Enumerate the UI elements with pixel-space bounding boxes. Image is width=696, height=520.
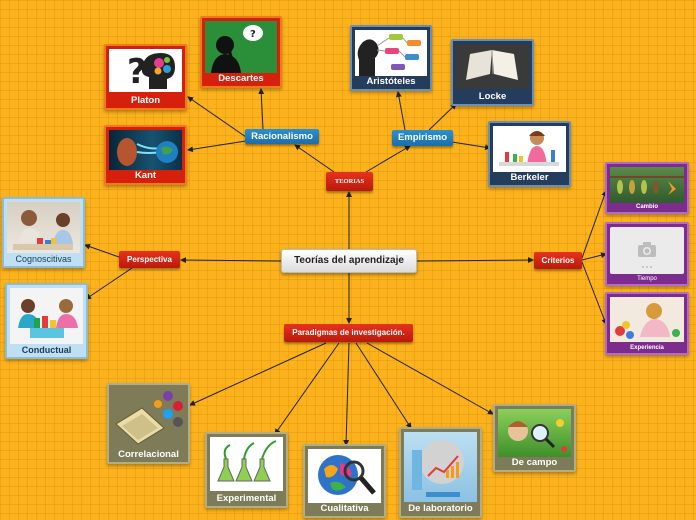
card-tiempo[interactable]: Tiempo: [605, 222, 689, 286]
card-label: De campo: [511, 457, 558, 468]
card-correlacional[interactable]: Correlacional: [107, 383, 190, 464]
card-experimental[interactable]: Experimental: [205, 432, 288, 508]
card-de-laboratorio[interactable]: De laboratorio: [399, 427, 482, 518]
camera-icon: [638, 242, 656, 268]
lab-chart-image: [404, 432, 477, 502]
card-de-campo[interactable]: De campo: [493, 404, 576, 472]
card-label: Cognoscitivas: [15, 254, 72, 264]
flasks-plants-image: [210, 437, 283, 491]
branch-paradigmas[interactable]: Paradigmas de investigación.: [284, 324, 413, 342]
card-aristoteles[interactable]: Aristóteles: [350, 25, 432, 91]
card-label: Kant: [134, 170, 157, 181]
children-game-image: [10, 288, 83, 344]
card-label: Cambio: [635, 204, 658, 210]
branch-teorias[interactable]: TEORIAS: [326, 172, 373, 191]
head-globe-image: [109, 130, 182, 170]
central-topic[interactable]: Teorías del aprendizaje: [281, 249, 417, 273]
card-label: Descartes: [218, 73, 264, 84]
image-placeholder: [610, 227, 684, 274]
card-kant[interactable]: Kant: [104, 125, 187, 185]
card-cualitativa[interactable]: Cualitativa: [303, 444, 386, 518]
butterfly-cycle-image: [610, 167, 684, 203]
card-label: Experimental: [216, 493, 277, 504]
globe-magnifier-image: [308, 449, 381, 503]
card-experiencia[interactable]: Experiencia: [605, 292, 689, 355]
svg-text:?: ?: [250, 29, 256, 40]
subbranch-racionalismo[interactable]: Racionalismo: [245, 129, 319, 144]
subbranch-empirismo[interactable]: Empirismo: [392, 130, 453, 146]
card-cognoscitivas[interactable]: Cognoscitivas: [2, 197, 85, 268]
card-label: Conductual: [21, 345, 72, 355]
child-painting-image: [610, 297, 684, 342]
card-label: Correlacional: [118, 449, 179, 460]
card-platon[interactable]: ? Platon: [104, 44, 187, 110]
child-science-image: [493, 126, 566, 172]
card-conductual[interactable]: Conductual: [5, 283, 88, 359]
children-playing-image: [7, 202, 80, 253]
card-label: Platon: [130, 95, 161, 106]
branch-criterios[interactable]: Criterios: [534, 252, 582, 269]
mind-diagram-image: [355, 30, 427, 76]
card-label: Cualitativa: [320, 503, 369, 514]
card-label: Tiempo: [637, 276, 657, 282]
card-label: Berkeler: [510, 172, 549, 183]
child-magnifier-image: [498, 409, 571, 457]
head-gears-image: ?: [109, 49, 182, 92]
card-label: Locke: [478, 91, 507, 102]
card-descartes[interactable]: ? Descartes: [200, 16, 282, 88]
card-locke[interactable]: Locke: [451, 39, 534, 106]
card-cambio[interactable]: Cambio: [605, 162, 689, 214]
card-label: Experiencia: [630, 345, 664, 351]
card-berkeler[interactable]: Berkeler: [488, 121, 571, 187]
svg-text:?: ?: [127, 52, 147, 92]
card-label: De laboratorio: [408, 503, 473, 514]
open-book-image: [456, 44, 529, 89]
thinker-chalkboard-image: ?: [205, 21, 277, 73]
branch-perspectiva[interactable]: Perspectiva: [119, 251, 180, 268]
card-label: Aristóteles: [366, 76, 416, 87]
calculator-social-image: [112, 388, 185, 447]
